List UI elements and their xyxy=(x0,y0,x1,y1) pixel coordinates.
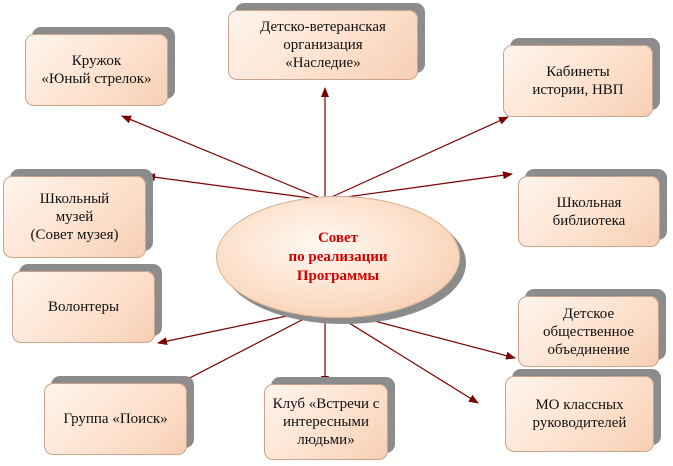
node-gruppa-poisk: Группа «Поиск» xyxy=(44,383,187,455)
arrow-to-kruzhok xyxy=(121,115,326,201)
node-klub-vstrechi: Клуб «Встречи с интересными людьми» xyxy=(264,384,388,460)
node-shkolny-muzei: Школьный музей (Совет музея) xyxy=(3,176,146,258)
node-shkolnaya-biblioteka: Школьная библиотека xyxy=(518,176,660,247)
node-mo-klassnyh-rukovoditeley: МО классных руководителей xyxy=(505,376,654,452)
center-council-ellipse: Совет по реализации Программы xyxy=(216,196,460,318)
arrow-to-muzei xyxy=(145,173,326,201)
arrow-to-poisk xyxy=(177,307,326,385)
node-kruzhok-yuny-strelok: Кружок «Юный стрелок» xyxy=(25,34,168,106)
node-naslediye: Детско-ветеранская организация «Наследие… xyxy=(228,10,418,80)
arrow-to-mo xyxy=(324,307,479,404)
node-detskoe-obyedinenie: Детское общественное объединение xyxy=(518,296,659,367)
node-kabinety-istorii: Кабинеты истории, НВП xyxy=(503,45,653,117)
arrow-to-kabinety xyxy=(324,116,509,201)
node-volontery: Волонтеры xyxy=(12,271,155,343)
arrow-to-biblioteka xyxy=(324,171,513,201)
